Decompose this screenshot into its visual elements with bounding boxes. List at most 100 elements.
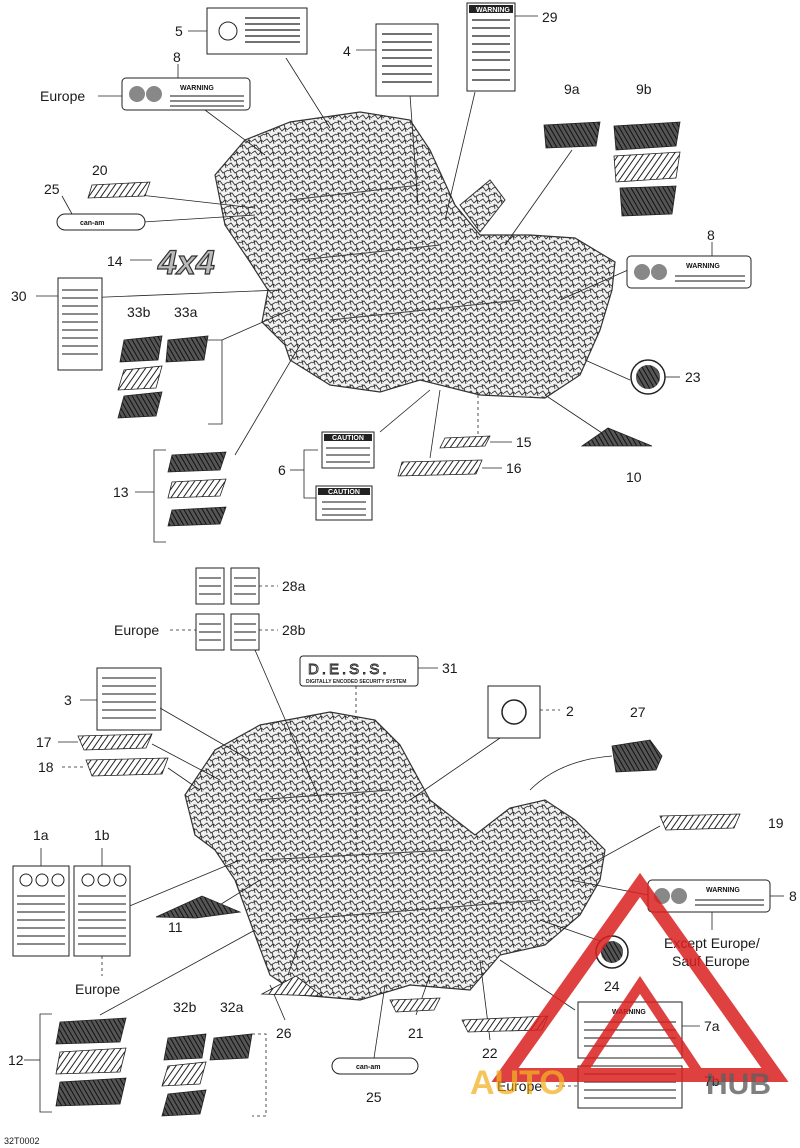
decal-3: 3 — [64, 667, 162, 731]
europe-label-8: Europe — [40, 88, 85, 104]
vehicle-body-bottom — [184, 711, 606, 1001]
decal-19: 19 — [659, 813, 784, 831]
decal-31: D.E.S.S. DIGITALLY ENCODED SECURITY SYST… — [299, 655, 458, 687]
decal-4: 4 — [343, 23, 439, 97]
decal-6: CAUTION CAUTION 6 — [278, 431, 375, 521]
decal-23: 23 — [630, 359, 701, 395]
callout-14: 14 — [107, 253, 123, 269]
svg-text:can-am: can-am — [80, 220, 105, 227]
decal-5: 5 — [175, 7, 308, 55]
callout-15: 15 — [516, 434, 532, 450]
decal-14: 4x4 14 — [107, 243, 215, 282]
callout-30: 30 — [11, 288, 27, 304]
decal-9a: 9a — [543, 81, 601, 149]
svg-text:D.E.S.S.: D.E.S.S. — [308, 661, 390, 678]
decal-13: 13 — [113, 449, 227, 543]
decal-1b: 1b Europe — [73, 827, 131, 997]
callout-16: 16 — [506, 460, 522, 476]
decal-25-top: can-am 25 — [44, 181, 146, 231]
callout-9a: 9a — [564, 81, 580, 97]
callout-25-bottom: 25 — [366, 1089, 382, 1105]
decal-20: 20 — [87, 162, 151, 199]
callout-8-right: 8 — [707, 227, 715, 243]
callout-32b: 32b — [173, 999, 197, 1015]
decal-29: WARNING 29 — [466, 2, 558, 92]
watermark-text-right: HUB — [706, 1068, 771, 1101]
decal-21: 21 — [389, 997, 441, 1041]
callout-22: 22 — [482, 1045, 498, 1061]
decal-17: 17 — [36, 733, 153, 751]
callout-33a: 33a — [174, 304, 198, 320]
callout-33b: 33b — [127, 304, 151, 320]
decal-15: 15 — [439, 434, 532, 450]
callout-26: 26 — [276, 1025, 292, 1041]
callout-1a: 1a — [33, 827, 49, 843]
decal-22: 22 — [461, 1015, 549, 1061]
callout-17: 17 — [36, 734, 52, 750]
decal-2: 2 — [487, 685, 574, 739]
svg-text:DIGITALLY ENCODED SECURITY SYS: DIGITALLY ENCODED SECURITY SYSTEM — [306, 679, 406, 685]
callout-31: 31 — [442, 660, 458, 676]
decal-8-europe: WARNING 8 Europe — [40, 49, 251, 111]
europe-label-1: Europe — [75, 981, 120, 997]
svg-text:WARNING: WARNING — [706, 887, 740, 894]
decal-30: 30 — [11, 277, 103, 371]
svg-text:4x4: 4x4 — [157, 244, 215, 282]
decal-1a: 1a — [12, 827, 70, 957]
vehicle-body-top — [214, 111, 616, 399]
callout-7a: 7a — [704, 1018, 720, 1034]
decal-18: 18 — [38, 757, 169, 777]
watermark-text-left: AUTO — [470, 1064, 566, 1102]
callout-28b: 28b — [282, 622, 306, 638]
europe-label-28b: Europe — [114, 622, 159, 638]
callout-2: 2 — [566, 703, 574, 719]
decal-33: 33b 33a — [117, 304, 223, 425]
decal-10: 10 — [580, 427, 653, 485]
autohub-watermark: AUTO HUB — [470, 872, 789, 1102]
callout-29: 29 — [542, 9, 558, 25]
decal-25-bottom: can-am 25 — [331, 1057, 419, 1105]
callout-32a: 32a — [220, 999, 244, 1015]
callout-27: 27 — [630, 704, 646, 720]
svg-text:WARNING: WARNING — [476, 7, 510, 14]
callout-19: 19 — [768, 815, 784, 831]
svg-text:can-am: can-am — [356, 1064, 381, 1071]
svg-text:CAUTION: CAUTION — [332, 435, 364, 442]
svg-text:WARNING: WARNING — [686, 263, 720, 270]
callout-23: 23 — [685, 369, 701, 385]
decal-32: 32b 32a — [161, 999, 267, 1117]
callout-24: 24 — [604, 978, 620, 994]
decal-28b: Europe 28b — [114, 613, 306, 651]
svg-text:WARNING: WARNING — [612, 1009, 646, 1016]
decal-8-right: WARNING 8 — [626, 227, 752, 289]
callout-18: 18 — [38, 759, 54, 775]
decal-16: 16 — [397, 459, 522, 477]
decal-26: 26 — [260, 975, 324, 1041]
callout-3: 3 — [64, 692, 72, 708]
callout-13: 13 — [113, 484, 129, 500]
decal-12: 12 — [8, 1013, 127, 1113]
decal-9b: 9b — [613, 81, 681, 217]
svg-text:WARNING: WARNING — [180, 85, 214, 92]
callout-5: 5 — [175, 23, 183, 39]
callout-8-bottom: 8 — [789, 888, 797, 904]
figure-reference: 32T0002 — [4, 1136, 40, 1146]
callout-1b: 1b — [94, 827, 110, 843]
callout-9b: 9b — [636, 81, 652, 97]
callout-25-top: 25 — [44, 181, 60, 197]
decal-24: 24 — [595, 935, 629, 994]
callout-8-top: 8 — [173, 49, 181, 65]
decal-28a: 28a — [195, 567, 306, 605]
decal-27: 27 — [529, 704, 663, 791]
callout-11: 11 — [168, 919, 183, 935]
callout-4: 4 — [343, 43, 351, 59]
callout-28a: 28a — [282, 578, 306, 594]
callout-20: 20 — [92, 162, 108, 178]
callout-6: 6 — [278, 462, 286, 478]
callout-21: 21 — [408, 1025, 424, 1041]
callout-10: 10 — [626, 469, 642, 485]
svg-text:CAUTION: CAUTION — [328, 489, 360, 496]
callout-12: 12 — [8, 1052, 24, 1068]
decal-11: 11 — [155, 895, 242, 935]
